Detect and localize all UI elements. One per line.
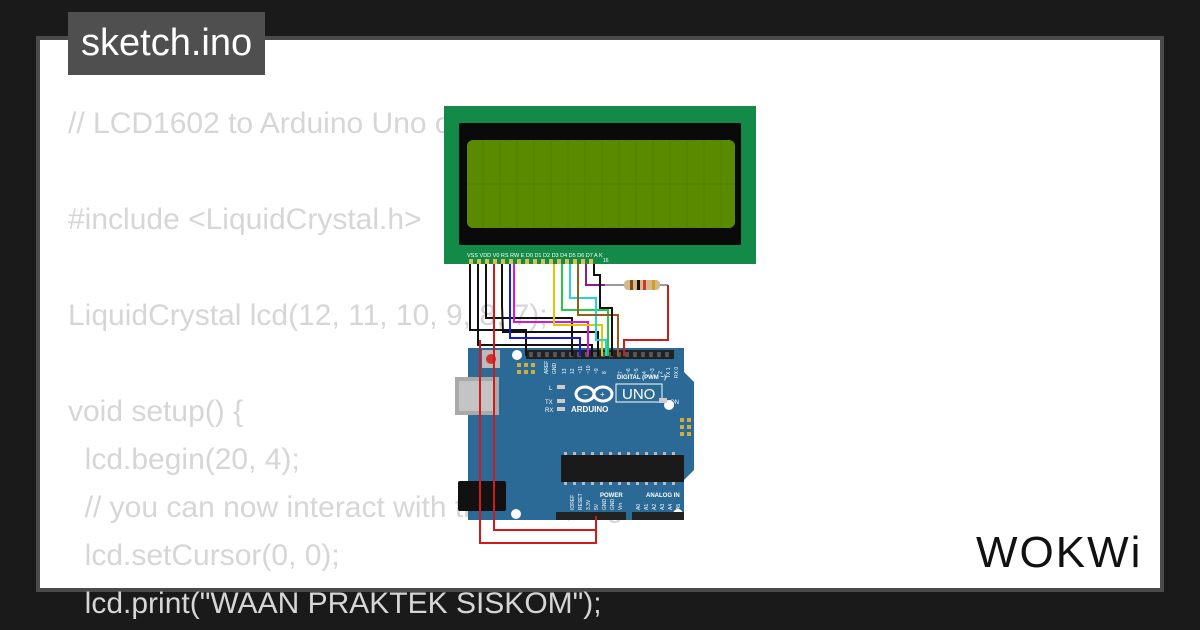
pin-label: A5 xyxy=(676,504,682,510)
pin-label: 4 xyxy=(642,371,648,374)
gnd-label: GND xyxy=(552,363,558,375)
digital-label: DIGITAL (PWM ~) xyxy=(617,375,666,381)
chip-pins xyxy=(564,452,675,485)
analog-label: ANALOG IN xyxy=(646,493,680,499)
pin-label: A1 xyxy=(644,504,650,510)
pin-label: 3.3V xyxy=(586,499,592,510)
power-label: POWER xyxy=(600,493,623,499)
resistor-band xyxy=(637,280,640,290)
resistor-band xyxy=(652,280,655,290)
plus-icon: + xyxy=(600,390,605,399)
pin-label: ~3 xyxy=(650,368,656,374)
pin-label: 5V xyxy=(594,503,600,510)
analog-pin-labels: A0 A1 A2 A3 A4 A5 xyxy=(636,504,682,510)
wire-power xyxy=(479,340,597,544)
lcd-char-grid xyxy=(467,140,735,228)
wires xyxy=(469,264,669,544)
pin-label: A3 xyxy=(660,504,666,510)
wire-d6 xyxy=(569,264,607,356)
arduino-infinity-logo xyxy=(574,385,614,403)
wire-anode xyxy=(585,264,605,286)
wire-vss xyxy=(485,264,573,356)
digital-pin-labels: 13 12 ~11 ~10 ~9 8 7 ~6 ~5 4 ~3 2 TX 1 R… xyxy=(562,365,680,378)
pin-label: Vin xyxy=(618,503,624,510)
wire-v0 xyxy=(477,264,593,356)
resistor[interactable] xyxy=(605,280,668,290)
resistor-band xyxy=(630,280,633,290)
pin-label: ~5 xyxy=(634,368,640,374)
pin-label: A0 xyxy=(636,504,642,510)
power-header xyxy=(556,512,626,520)
arduino-brand: ARDUINO xyxy=(571,405,608,414)
l-led-label: L xyxy=(549,386,553,392)
tx-led-label: TX xyxy=(545,400,553,406)
atmega-chip xyxy=(561,455,684,482)
minus-icon: − xyxy=(583,390,588,399)
pin-label: 13 xyxy=(562,368,568,374)
arduino-uno-board[interactable]: AREF GND 13 12 ~11 ~10 ~9 8 7 ~6 ~5 4 ~3… xyxy=(455,348,694,520)
pin-label: A4 xyxy=(668,504,674,510)
code-line: lcd.begin(20, 4); xyxy=(68,443,300,476)
uno-badge-frame xyxy=(615,383,663,403)
resistor-band xyxy=(643,280,646,290)
wire-e xyxy=(513,264,589,356)
pin-label: ~10 xyxy=(586,365,592,374)
analog-header xyxy=(632,512,684,520)
uno-badge: UNO xyxy=(622,386,655,403)
l-led xyxy=(557,385,565,389)
usb-port-inner xyxy=(459,381,495,411)
icsp2-header xyxy=(680,418,691,436)
pin-label: ~11 xyxy=(578,366,584,374)
rx-led-label: RX xyxy=(545,408,553,414)
pin-label: 8 xyxy=(602,371,608,374)
icsp-header xyxy=(517,363,535,374)
power-jack xyxy=(458,481,506,511)
wire-d7 xyxy=(577,264,619,356)
rx-led xyxy=(557,407,565,411)
lcd-pin-header xyxy=(469,259,593,264)
code-line: lcd.print("WAAN PRAKTEK SISKOM"); xyxy=(68,587,602,620)
aref-label: AREF xyxy=(544,361,550,374)
wokwi-logo: WOKWi xyxy=(976,528,1143,577)
pin-label: 12 xyxy=(570,368,576,374)
on-led xyxy=(659,398,667,403)
power-pin-labels: IOREF RESET 3.3V 5V GND GND Vin xyxy=(570,493,624,510)
pin-label: RX 0 xyxy=(674,367,680,378)
mount-hole xyxy=(512,350,522,360)
code-line: void setup() { xyxy=(68,395,244,428)
tx-led xyxy=(557,399,565,403)
pin-label: 7 xyxy=(618,371,624,374)
pin-label: GND xyxy=(602,499,608,511)
lcd-pin-16-label: 16 xyxy=(603,258,609,264)
pin-label: A2 xyxy=(652,504,658,510)
code-line: LiquidCrystal lcd(12, 11, 10, 9, 8, 7); xyxy=(68,299,548,332)
file-tab[interactable]: sketch.ino xyxy=(68,12,266,75)
pin-label: TX 1 xyxy=(666,367,672,378)
on-label: ON xyxy=(670,400,679,406)
code-line: lcd.setCursor(0, 0); xyxy=(68,539,340,572)
pin-label: ~6 xyxy=(626,368,632,374)
pin-label: GND xyxy=(610,499,616,511)
mount-hole xyxy=(511,509,521,519)
pin-label: 2 xyxy=(658,371,664,374)
wire-gnd xyxy=(469,264,527,356)
pin-label: IOREF xyxy=(570,495,576,510)
digital-header xyxy=(526,350,674,359)
pin-label: ~9 xyxy=(594,368,600,374)
wire-cathode xyxy=(593,264,613,356)
wire-d5 xyxy=(561,264,609,356)
lcd-module[interactable]: VSS VDD V0 RS RW E D0 D1 D2 D3 D4 D5 D6 … xyxy=(444,106,756,264)
wire-resistor-5v xyxy=(623,285,669,356)
code-line: #include <LiquidCrystal.h> xyxy=(68,203,422,236)
pin-label: RESET xyxy=(578,493,584,510)
lcd-pin-labels: VSS VDD V0 RS RW E D0 D1 D2 D3 D4 D5 D6 … xyxy=(467,253,603,259)
wire-rs xyxy=(509,264,581,356)
